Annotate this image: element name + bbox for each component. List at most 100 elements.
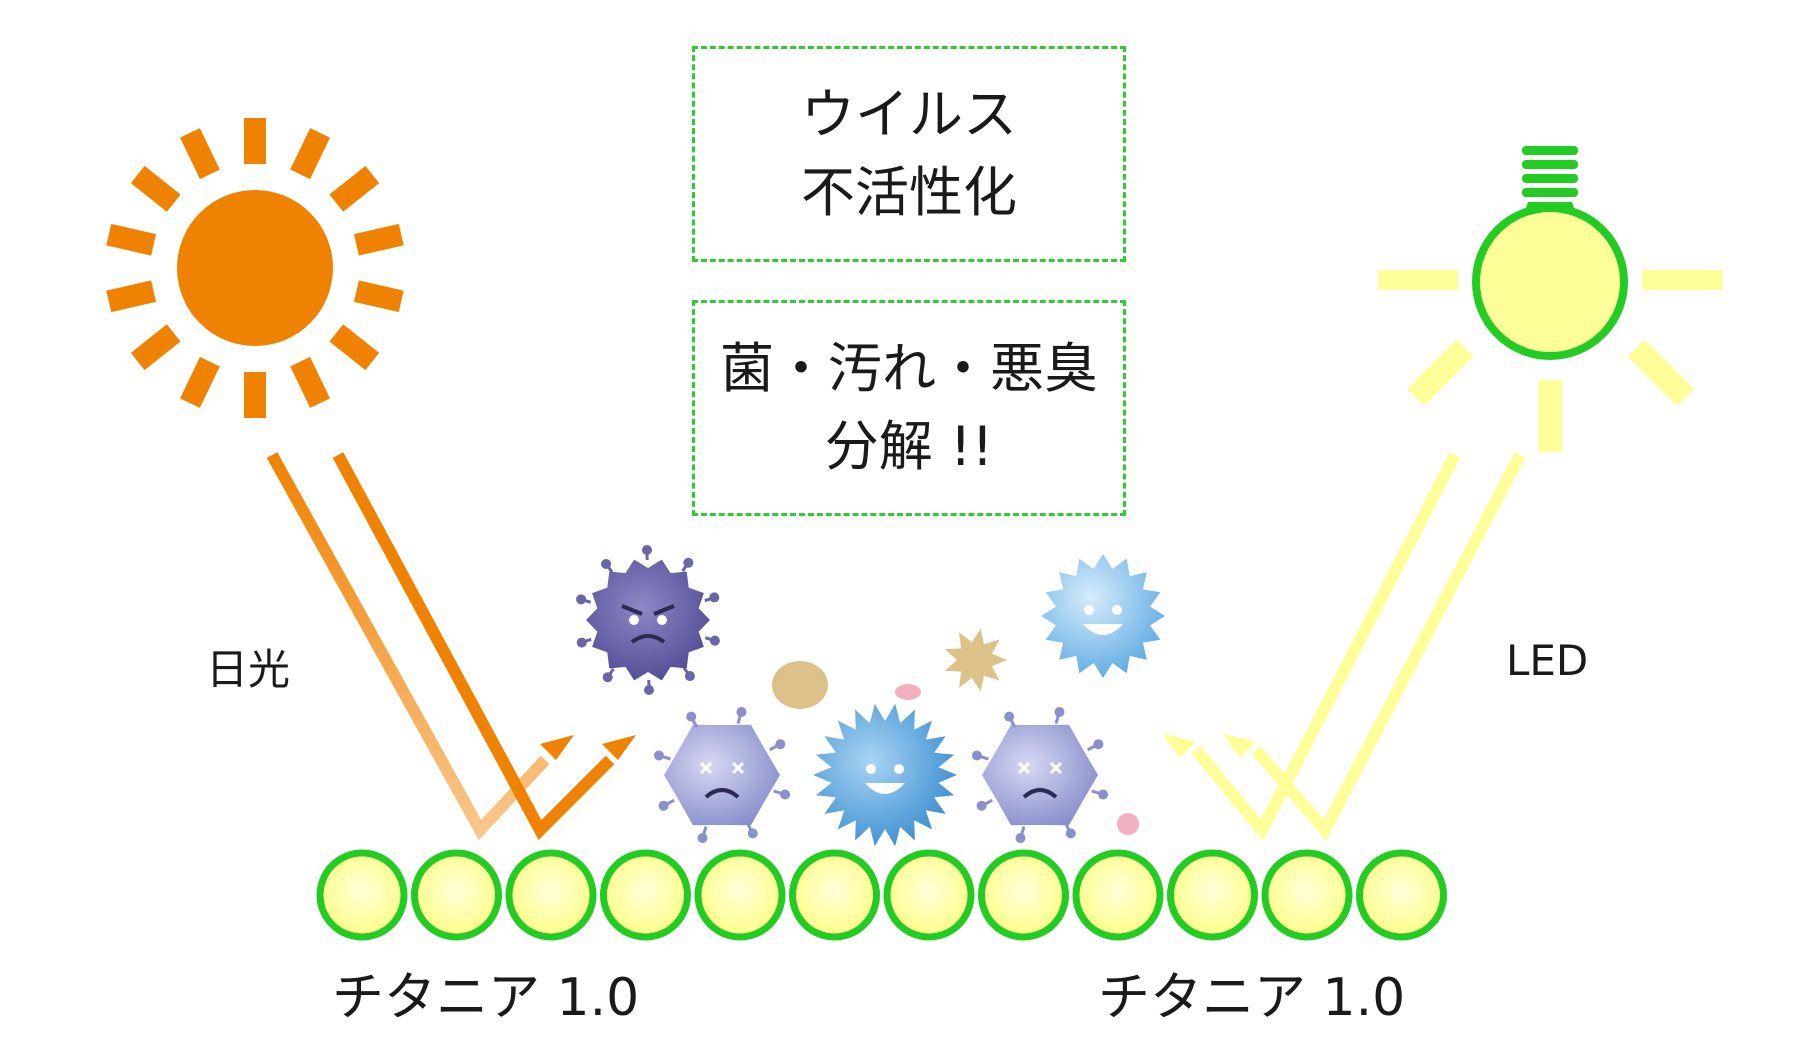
- virus-icon-body: [586, 559, 710, 681]
- sun-ray: [244, 372, 266, 418]
- arrow-head-icon: [602, 735, 636, 760]
- virus-icon-body: [982, 724, 1098, 826]
- titania-particle-icon: [411, 849, 502, 941]
- microbe-knob: [1004, 711, 1015, 722]
- titania-particle-icon: [883, 849, 975, 941]
- titania-left-label: チタニア 1.0: [332, 968, 640, 1028]
- microbe-knob: [576, 594, 587, 605]
- microbe-mouth: [1083, 624, 1123, 635]
- microbe-brow: [653, 604, 675, 616]
- dirt-particle-icon-body: [944, 628, 1007, 692]
- sun-ray: [353, 223, 404, 256]
- bulb-base-ring: [1522, 174, 1578, 183]
- microbe-knob: [686, 711, 697, 722]
- sun-ray: [329, 324, 380, 371]
- titania-particle-icon: [789, 849, 880, 941]
- led-label: LED: [1506, 636, 1589, 685]
- microbe-eye: [1084, 605, 1094, 615]
- titania-particle-icon: [600, 849, 691, 941]
- microbe-knob: [601, 558, 612, 569]
- microbe-knob: [1015, 833, 1026, 844]
- microbe-eye-x: [699, 761, 713, 775]
- led-beams: [1162, 452, 1526, 841]
- microbe-mouth: [630, 634, 666, 644]
- virus-icon: [653, 706, 791, 844]
- light-ray: [1642, 270, 1722, 290]
- virus-icon-body: [664, 724, 780, 826]
- microbe-eye: [894, 764, 904, 774]
- bulb-base-ring: [1522, 146, 1578, 155]
- sun-ray: [106, 223, 157, 256]
- sunlight-beams: [266, 452, 636, 841]
- virus-icon: [971, 706, 1109, 844]
- arrow-head-icon: [1222, 733, 1256, 758]
- microbe-knob: [683, 557, 694, 568]
- titania-particle-icon: [1356, 849, 1447, 941]
- microbe-eye: [866, 764, 876, 774]
- light-ray: [1407, 339, 1474, 406]
- microbe-eye: [657, 615, 667, 625]
- titania-particle-row: [316, 849, 1447, 941]
- microbe-knob: [709, 635, 720, 646]
- microbe-eye: [1112, 605, 1122, 615]
- microbe-brow: [621, 604, 643, 616]
- microbe-knob: [643, 684, 654, 695]
- microbe-knob: [976, 800, 987, 811]
- sun-ray: [244, 118, 266, 164]
- microbe-knob: [747, 828, 758, 839]
- microbe-knob: [1093, 739, 1104, 750]
- arrow-head-icon: [1162, 733, 1196, 758]
- sun-disc: [177, 190, 333, 346]
- sun-ray: [290, 356, 330, 408]
- odor-particle-icon: [895, 684, 921, 700]
- microbe-mouth: [865, 783, 905, 794]
- light-ray: [1627, 339, 1694, 406]
- decompose-box-line2: 分解 !!: [824, 415, 994, 478]
- bacteria-icon: [813, 703, 957, 847]
- microbe-mouth: [1022, 788, 1058, 799]
- microbe-knob: [1098, 789, 1109, 800]
- dirt-blob-icon: [772, 661, 828, 709]
- decompose-box-line1: 菌・汚れ・悪臭: [720, 336, 1098, 400]
- titania-particle-icon: [694, 849, 786, 941]
- titania-particle-icon: [505, 849, 597, 941]
- microbe-knob: [709, 592, 720, 603]
- sun-icon: [106, 118, 404, 418]
- microbe-knob: [775, 739, 786, 750]
- titania-particle-icon: [1261, 849, 1353, 941]
- virus-inactivation-box: ウイルス 不活性化: [692, 46, 1126, 262]
- sun-ray: [353, 280, 404, 313]
- microbe-knob: [780, 789, 791, 800]
- titania-particle-icon: [1167, 849, 1258, 941]
- microbe-eye-x: [1017, 761, 1031, 775]
- microbe-mouth: [704, 788, 740, 799]
- titania-right-label: チタニア 1.0: [1098, 968, 1406, 1028]
- microbe-eye-x: [1049, 761, 1063, 775]
- sun-ray: [180, 128, 220, 180]
- sun-ray: [106, 280, 157, 313]
- virus-box-line2: 不活性化: [801, 161, 1017, 224]
- titania-particle-icon: [1072, 849, 1164, 941]
- bulb-base-ring: [1522, 188, 1578, 197]
- bacteria-icon: [1041, 554, 1165, 678]
- dirt-particle-icon: [944, 628, 1007, 692]
- titania-particle-icon: [316, 849, 408, 941]
- sunlight-label: 日光: [206, 645, 291, 694]
- microbe-knob: [642, 545, 653, 556]
- virus-box-line1: ウイルス: [801, 82, 1017, 146]
- microbe-eye: [629, 615, 639, 625]
- arrow-head-icon: [540, 735, 574, 760]
- virus-icon: [576, 545, 720, 695]
- light-ray: [1378, 270, 1458, 290]
- sun-ray: [329, 165, 380, 212]
- bulb-base-ring: [1522, 160, 1578, 169]
- microbe-knob: [653, 750, 664, 761]
- microbe-knob: [684, 671, 695, 682]
- bacteria-icon-body: [813, 703, 957, 847]
- decompose-box: 菌・汚れ・悪臭 分解 !!: [692, 300, 1126, 516]
- titania-particle-icon: [978, 849, 1069, 941]
- microbe-knob: [1054, 706, 1065, 717]
- bulb-glass: [1472, 204, 1628, 360]
- sun-ray: [290, 128, 330, 180]
